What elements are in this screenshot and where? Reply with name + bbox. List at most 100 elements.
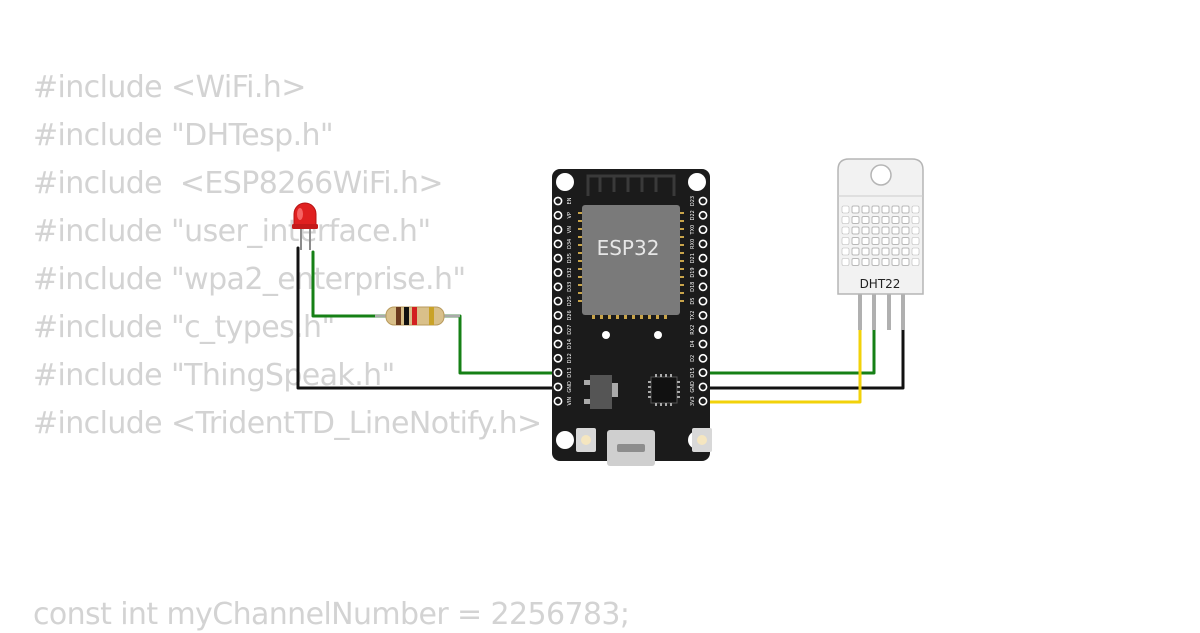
dht22-vent-slot [891,258,900,266]
dht22-vent-slot [871,247,880,256]
esp32-pin-right-gnd[interactable] [698,382,708,392]
dht22-vent-slot [861,216,870,224]
esp32-pin-left-d34[interactable] [553,239,563,249]
esp32-pin-right-3v3[interactable] [698,396,708,406]
wire-resistor-to-d13[interactable] [438,314,560,375]
dht22-vent-slot [871,216,880,224]
dht22-vent-slot [861,237,870,245]
esp32-pin-left-d13[interactable] [553,368,563,377]
esp32-pin-right-d15[interactable] [698,368,708,377]
dht22-vent-slot [841,205,850,214]
dht22-vent-slot [891,216,900,224]
esp32-pin-left-d32[interactable] [553,268,563,277]
esp32-pin-label: RX0 [690,239,696,249]
esp32-pin-label: GND [690,381,696,393]
esp32-pin-label: D18 [690,282,696,292]
esp32-pin-left-d14[interactable] [553,339,563,349]
esp32-pin-right-d22[interactable] [698,210,708,220]
esp32-pin-right-tx2[interactable] [698,310,708,320]
esp32-pin-left-vin[interactable] [553,396,563,406]
resistor[interactable] [375,306,460,326]
wire-gnd-to-dht-gnd[interactable] [701,328,905,390]
esp32-pin-right-d21[interactable] [698,253,708,263]
dht22-vent-slot [901,205,910,214]
dht22-vent-slot [841,258,850,266]
esp32-pin-label: D5 [690,298,696,305]
esp32-pin-right-rx0[interactable] [698,239,708,249]
dht22-label: DHT22 [860,277,901,291]
esp32-pin-label: VN [567,226,573,233]
esp32-pin-label: D25 [567,296,573,306]
esp32-pin-label: VP [567,212,573,218]
esp32-pin-right-d5[interactable] [698,296,708,306]
dht22-vent-slot [851,247,860,256]
led[interactable] [292,202,318,250]
esp32-pin-label: D34 [567,239,573,249]
dht22-vent-slot [891,237,900,245]
dht22-vent-slot [861,258,870,266]
dht22-vent-slot [861,205,870,214]
esp32-pin-label: D21 [690,253,696,263]
dht22-vent-slot [851,205,860,214]
esp32-pin-left-d12[interactable] [553,353,563,363]
dht22-vent-slot [841,247,850,256]
dht22-vent-slot [901,216,910,224]
code-line: #include "c_types.h" [33,310,335,345]
wire-led-to-resistor[interactable] [311,250,394,318]
esp32-pin-left-d25[interactable] [553,296,563,306]
dht22-sensor[interactable]: DHT22 [837,158,924,330]
dht22-vent-grid [841,205,920,266]
esp32-pin-label: GND [567,381,573,393]
dht22-vent-slot [881,247,890,256]
esp32-pin-left-vn[interactable] [553,225,563,234]
boot-button[interactable] [692,428,712,452]
esp32-pin-label: D15 [690,367,696,377]
esp32-pin-left-vp[interactable] [553,210,563,220]
esp32-pin-label: D32 [567,267,573,277]
dht22-vent-slot [851,226,860,235]
esp32-pin-label: D13 [567,367,573,377]
code-line: #include "DHTesp.h" [33,118,334,153]
esp32-pin-right-d19[interactable] [698,268,708,277]
esp32-pin-right-d4[interactable] [698,339,708,349]
esp32-pin-left-en[interactable] [553,196,563,206]
esp32-pin-label: TX0 [690,225,696,236]
esp32-pin-right-d18[interactable] [698,282,708,292]
wire-d15-to-dht-data[interactable] [701,328,876,375]
esp32-pin-label: D19 [690,267,696,277]
dht22-vent-slot [851,237,860,245]
en-button[interactable] [576,428,596,452]
dht22-vent-slot [881,216,890,224]
esp32-pin-label: D2 [690,355,696,362]
dht22-vent-slot [911,247,920,256]
dht22-vent-slot [841,237,850,245]
dht22-vent-slot [871,205,880,214]
dht22-vent-slot [871,237,880,245]
code-line: #include "ThingSpeak.h" [33,358,395,393]
code-line: #include <WiFi.h> [33,70,306,105]
dht22-vent-slot [871,258,880,266]
dht22-vent-slot [911,216,920,224]
wire-led-to-gnd[interactable] [296,246,560,390]
esp32-label: ESP32 [597,236,660,260]
esp32-pin-label: RX2 [690,325,696,335]
dht22-vent-slot [911,205,920,214]
esp32-pin-right-d23[interactable] [698,196,708,206]
esp32-pin-left-d26[interactable] [553,310,563,320]
code-line: #include "wpa2_enterprise.h" [33,262,466,297]
esp32-pin-left-d35[interactable] [553,253,563,263]
dht22-vent-slot [871,226,880,235]
esp32-pin-left-gnd[interactable] [553,382,563,392]
esp32-pin-right-rx2[interactable] [698,325,708,335]
esp32-pin-right-d2[interactable] [698,353,708,363]
esp32-pin-left-d27[interactable] [553,325,563,335]
dht22-vent-slot [891,226,900,235]
esp32-pin-right-tx0[interactable] [698,225,708,234]
esp32-pin-label: D4 [690,340,696,347]
esp32-pin-label: D12 [567,353,573,363]
dht22-vent-slot [901,258,910,266]
esp32-pin-left-d33[interactable] [553,282,563,292]
dht22-vent-slot [841,216,850,224]
wire-3v3-to-dht-vcc[interactable] [701,328,862,404]
